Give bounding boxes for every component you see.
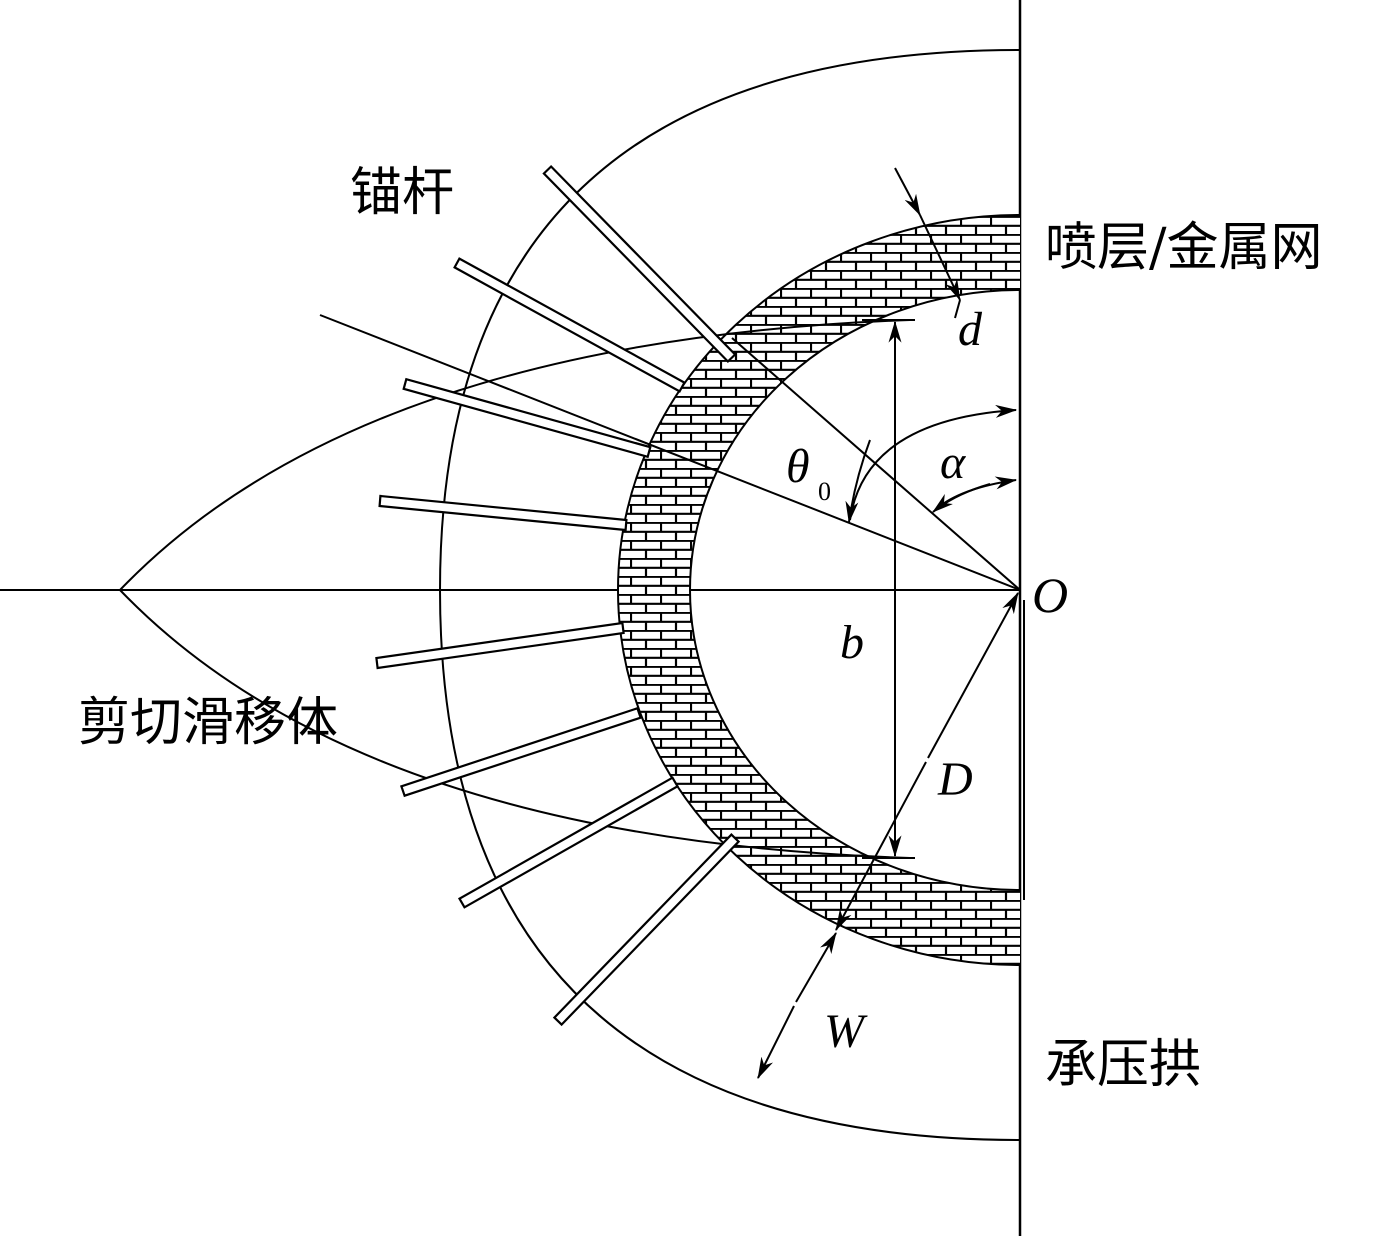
anchor-bolt-3 xyxy=(402,377,652,459)
anchor-bolt-5 xyxy=(375,621,625,670)
radial-line-alpha xyxy=(731,337,1021,591)
label-shear-slip-body: 剪切滑移体 xyxy=(78,693,338,753)
anchor-bolt-4 xyxy=(378,494,628,532)
label-anchor-bolt: 锚杆 xyxy=(350,163,454,223)
shotcrete-mesh-layer xyxy=(617,213,1020,967)
alpha-angle-arc-start xyxy=(932,483,991,513)
anchor-bolt-8 xyxy=(552,833,741,1027)
d-thickness-tail xyxy=(954,299,961,319)
symbol-origin-O: O xyxy=(1032,567,1068,623)
anchor-bolts xyxy=(375,164,741,1027)
W-dimension-arrow-inner xyxy=(795,932,837,1003)
label-shotcrete-mesh: 喷层/金属网 xyxy=(1045,218,1323,278)
symbol-theta: θ xyxy=(786,440,810,493)
label-bearing-arch: 承压拱 xyxy=(1045,1035,1201,1095)
bearing-arch-outer-boundary xyxy=(438,49,1021,1141)
symbol-W: W xyxy=(824,1005,868,1058)
D-dimension-arrow-to-O xyxy=(927,592,1019,759)
D-dimension-arrow-to-arch xyxy=(835,761,927,931)
d-thickness-arrow-outer xyxy=(894,167,921,216)
d-thickness-arrow-inner xyxy=(919,214,961,301)
anchor-bolt-7 xyxy=(457,776,680,909)
theta0-angle-arc-start xyxy=(845,439,871,524)
anchor-bolt-2 xyxy=(453,257,686,393)
symbol-alpha: α xyxy=(940,436,966,489)
radial-line-theta0 xyxy=(319,314,1021,591)
symbol-b: b xyxy=(840,616,864,669)
theta0-angle-arc xyxy=(849,404,1018,521)
symbol-theta-subscript: 0 xyxy=(818,477,831,506)
symbol-d: d xyxy=(958,303,983,356)
W-dimension-arrow-outer xyxy=(757,1005,795,1079)
symbol-D: D xyxy=(937,753,973,806)
anchor-bolt-6 xyxy=(400,706,642,798)
anchor-bolt-1 xyxy=(542,164,737,364)
